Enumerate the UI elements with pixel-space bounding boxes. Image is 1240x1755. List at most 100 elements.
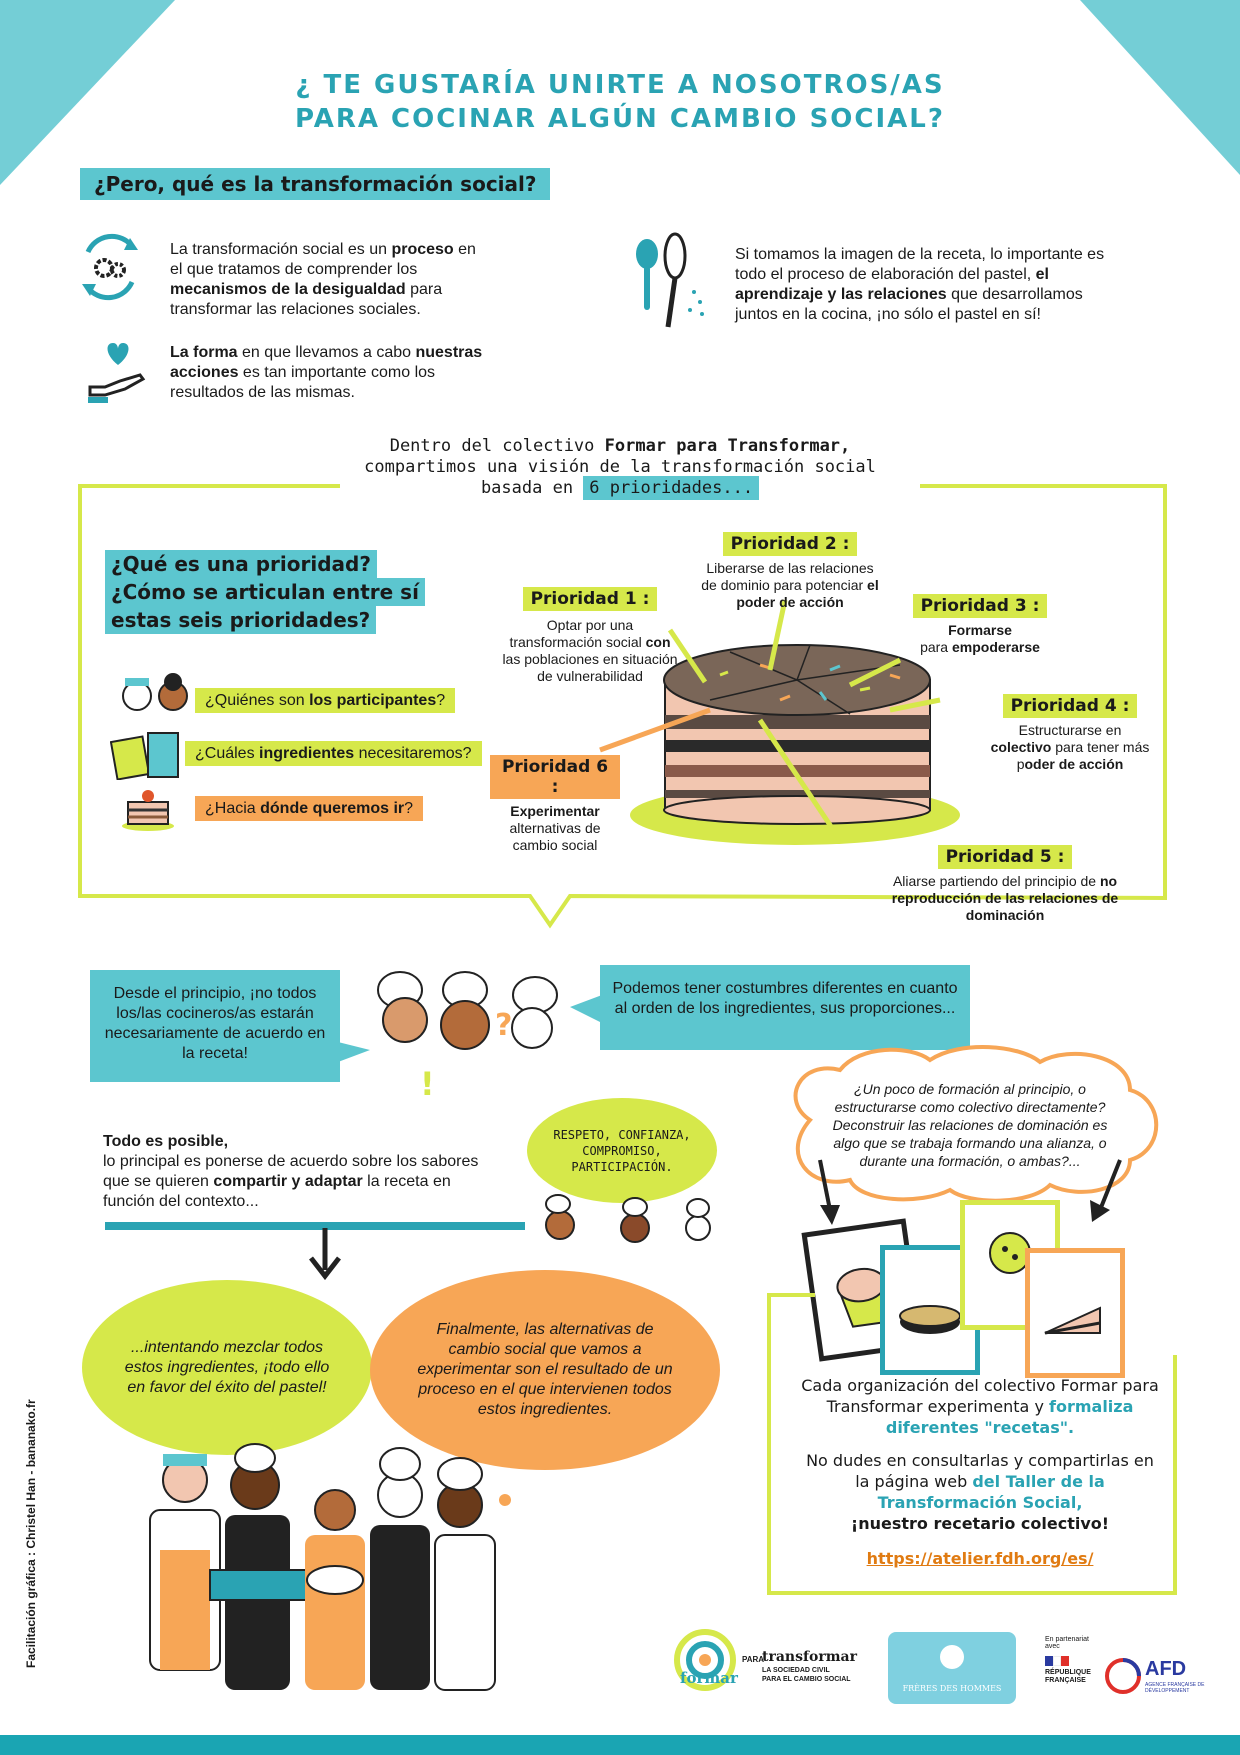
text-span: Liberarse de las relaciones de dominio p… [701, 560, 874, 593]
flag-white [1053, 1656, 1061, 1666]
text-span: que desarrollamos juntos en la cocina, ¡… [735, 286, 1083, 323]
flag-blue [1045, 1656, 1053, 1666]
text-span: La transformación social es un [170, 241, 392, 258]
blob-right-text: Finalmente, las alternativas de cambio s… [417, 1321, 673, 1418]
bubble-tail-left [330, 1040, 370, 1065]
text-span: Optar por una transformación social [509, 617, 646, 650]
credit-line: Facilitación gráfica : Christel Han - ba… [24, 1399, 38, 1668]
text-span: alternativas de cambio social [509, 820, 601, 853]
logo-rf-1: RÉPUBLIQUE [1045, 1669, 1091, 1676]
afd-partner-logo: En partenariat avec RÉPUBLIQUE FRANÇAISE… [1043, 1636, 1213, 1711]
atelier-link[interactable]: https://atelier.fdh.org/es/ [866, 1549, 1094, 1568]
text-bold: Formar para Transformar, [604, 436, 851, 456]
values-text: RESPETO, CONFIANZA, COMPROMISO, PARTICIP… [553, 1127, 691, 1174]
priority-label: Prioridad 4 : [1002, 694, 1138, 718]
corner-decoration-right [1080, 0, 1240, 175]
layer-cake-illustration [630, 644, 960, 845]
text-bold: empoderarse [951, 639, 1040, 655]
bubble-tail-right [570, 995, 602, 1023]
org-highlight-2: del Taller de la Transformación Social, [877, 1472, 1105, 1512]
text-span: ¿Quiénes son [205, 692, 310, 709]
bubble-mixing: ...intentando mezclar todos estos ingred… [82, 1280, 372, 1455]
gears-icon [82, 233, 138, 301]
small-chefs-illustration [545, 1194, 711, 1243]
bubble-left-text: Desde el principio, ¡no todos los/las co… [104, 985, 326, 1062]
priority-label: Prioridad 3 : [912, 594, 1048, 618]
text-bold: Formarse [948, 622, 1012, 638]
recipe-card-cake-slice [1025, 1248, 1125, 1378]
logo-fdh-text: FRÈRES DES HOMMES [902, 1684, 1002, 1693]
blob-left-text: ...intentando mezclar todos estos ingred… [124, 1338, 330, 1396]
intro-line-2: compartimos una visión de la transformac… [364, 457, 876, 477]
question-ingredients: ¿Cuáles ingredientes necesitaremos? [185, 741, 482, 766]
text-span: ¿Hacia [205, 800, 261, 817]
text-bold: dónde queremos ir [260, 800, 405, 817]
text-block-process: La transformación social es un proceso e… [170, 240, 490, 320]
down-arrow-icon [309, 1228, 341, 1281]
thought-cloud [793, 1045, 1159, 1203]
text-span: la receta en función del contexto... [103, 1173, 451, 1210]
q-heading-2: ¿Cómo se articulan entre sí [105, 578, 425, 606]
priorities-frame [78, 484, 1167, 929]
priority-3: Prioridad 3 : Formarse para empoderarse [900, 594, 1060, 656]
priority-label: Prioridad 5 : [937, 845, 1073, 869]
text-bold: nuestras acciones [170, 344, 483, 381]
title-line-1: ¿ TE GUSTARÍA UNIRTE A NOSOTROS/AS [295, 70, 945, 100]
formar-logo: formar PARA transformar LA SOCIEDAD CIVI… [670, 1625, 860, 1695]
text-span: lo principal es ponerse de acuerdo sobre… [103, 1153, 479, 1190]
questions-heading: ¿Qué es una prioridad? ¿Cómo se articula… [105, 550, 425, 634]
svg-text:!: ! [420, 1065, 435, 1100]
priority-1: Prioridad 1 : Optar por una transformaci… [500, 587, 680, 685]
text-block-recipe: Si tomamos la imagen de la receta, lo im… [735, 245, 1125, 325]
text-span: Estructurarse en [1018, 722, 1122, 738]
org-highlight: formaliza diferentes "recetas". [885, 1397, 1134, 1437]
participants-icon [122, 673, 188, 711]
ingredients-icon [110, 732, 179, 780]
text-span: en que llevamos a cabo [237, 344, 416, 361]
text-bold: los participantes [309, 692, 437, 709]
whisk-spoon-icon [636, 232, 704, 328]
afd-ring-icon [1105, 1658, 1141, 1694]
text-span: para tener más p [1016, 739, 1150, 772]
text-block-form: La forma en que llevamos a cabo nuestras… [170, 343, 490, 403]
logo-transformar: transformar [762, 1649, 857, 1665]
text-bold: oder de acción [1024, 756, 1124, 772]
mandala-icon [674, 1629, 736, 1691]
cloud-arrows [818, 1159, 1122, 1225]
text-bold: ingredientes [259, 745, 355, 762]
q-heading-3: estas seis prioridades? [105, 606, 377, 634]
logo-formar: formar [680, 1669, 738, 1687]
heart-hand-icon [88, 343, 146, 403]
section-heading-text: ¿Pero, qué es la transformación social? [80, 168, 551, 200]
logo-rf-2: FRANÇAISE [1045, 1677, 1086, 1684]
cake-icon [122, 790, 174, 831]
text-bold: el aprendizaje y las relaciones [735, 266, 1049, 303]
pie-icon [899, 1305, 961, 1334]
logo-para: PARA [742, 1655, 765, 1664]
fdh-logo: FRÈRES DES HOMMES [888, 1632, 1016, 1704]
page-title: ¿ TE GUSTARÍA UNIRTE A NOSOTROS/AS PARA … [150, 68, 1090, 136]
intro-highlight: 6 prioridades... [583, 476, 760, 500]
text-span: No dudes en consultarlas y compartirlas … [806, 1451, 1154, 1491]
bubble-alternatives: Finalmente, las alternativas de cambio s… [370, 1270, 720, 1470]
text-span: para [920, 639, 952, 655]
chefs-group-illustration: ? ! [377, 971, 558, 1100]
priority-label: Prioridad 6 : [490, 755, 620, 799]
text-span: necesitaremos? [354, 745, 472, 762]
text-bold: no reproducción de las relaciones de dom… [891, 873, 1119, 923]
text-span: Aliarse partiendo del principio de [892, 873, 1100, 889]
corner-decoration-left [0, 0, 175, 185]
priority-6: Prioridad 6 : Experimentar alternativas … [490, 755, 620, 854]
bubble-right-text: Podemos tener costumbres diferentes en c… [612, 980, 958, 1017]
text-bold: Todo es posible, [103, 1133, 229, 1150]
values-bubble: RESPETO, CONFIANZA, COMPROMISO, PARTICIP… [527, 1098, 717, 1203]
speech-bubble-left: Desde el principio, ¡no todos los/las co… [90, 970, 340, 1082]
intro-text: Dentro del colectivo Formar para Transfo… [330, 436, 910, 500]
footer-bar [0, 1735, 1240, 1755]
question-direction: ¿Hacia dónde queremos ir? [195, 796, 424, 821]
priority-label: Prioridad 1 : [522, 587, 658, 611]
text-bold: ¡nuestro recetario colectivo! [850, 1514, 1110, 1533]
thought-cloud-text: ¿Un poco de formación al principio, o es… [830, 1080, 1110, 1170]
logo-afd: AFD [1145, 1658, 1187, 1680]
text-span: Cada organización del colectivo Formar p… [801, 1376, 1159, 1416]
